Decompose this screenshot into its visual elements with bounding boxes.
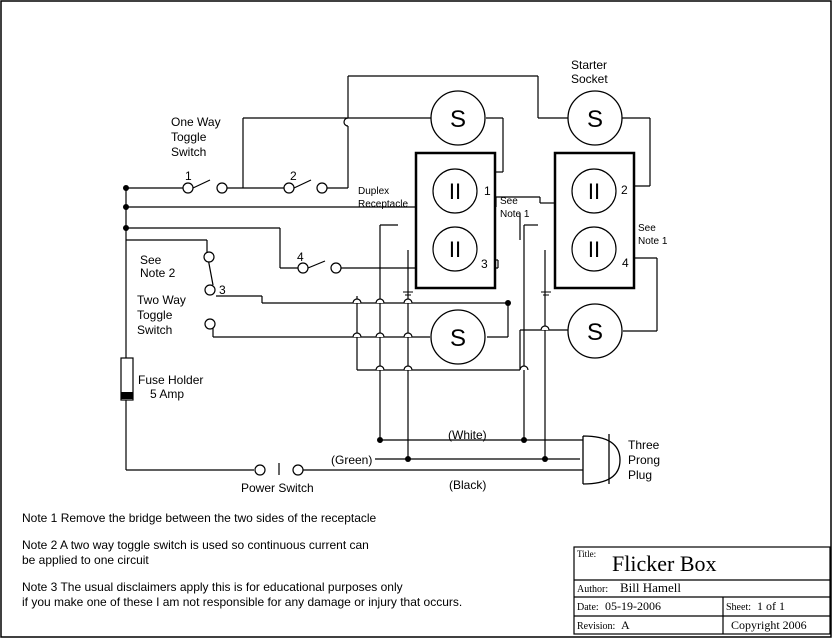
author-value: Bill Hamell bbox=[620, 580, 681, 595]
outlet-2a: II bbox=[588, 179, 600, 204]
switch-4-number: 4 bbox=[297, 250, 304, 264]
power-switch-label: Power Switch bbox=[241, 481, 314, 495]
plug-line1: Three bbox=[628, 438, 660, 452]
duplex-line1: Duplex bbox=[358, 186, 389, 197]
receptacle-1-number-bottom: 3 bbox=[481, 257, 488, 271]
starter-socket bbox=[567, 90, 623, 146]
plug-line3: Plug bbox=[628, 468, 652, 482]
one-way-switch-1 bbox=[182, 179, 228, 194]
starter-socket-line2: Socket bbox=[571, 72, 608, 86]
crossovers bbox=[352, 298, 550, 371]
note-2-line1: Note 2 A two way toggle switch is used s… bbox=[22, 538, 369, 552]
title-label: Title: bbox=[577, 549, 596, 559]
two-way-line2: Toggle bbox=[137, 308, 173, 322]
author-label: Author: bbox=[577, 584, 608, 595]
socket-s4 bbox=[567, 303, 623, 359]
note-2-line2: be applied to one circuit bbox=[22, 553, 149, 567]
see-note1b-line1: See bbox=[638, 223, 656, 234]
one-way-line2: Toggle bbox=[171, 130, 207, 144]
see-note1b-line2: Note 1 bbox=[638, 236, 668, 247]
junction-dots bbox=[123, 185, 548, 462]
socket-s1-label: S bbox=[450, 106, 466, 133]
note-3-line2: if you make one of these I am not respon… bbox=[22, 595, 463, 609]
socket-s3 bbox=[430, 309, 486, 365]
one-way-line1: One Way bbox=[171, 115, 221, 129]
plug-line2: Prong bbox=[628, 453, 660, 467]
socket-s1 bbox=[430, 90, 486, 146]
outlet-1a: II bbox=[449, 179, 461, 204]
ground-marks bbox=[403, 291, 551, 296]
one-way-switch-4 bbox=[297, 260, 342, 274]
fuse-line2: 5 Amp bbox=[150, 387, 184, 401]
duplex-line2: Receptacle bbox=[358, 199, 408, 210]
title-value: Flicker Box bbox=[612, 551, 717, 576]
see-note2-line2: Note 2 bbox=[140, 266, 176, 280]
revision-label: Revision: bbox=[577, 621, 615, 632]
one-way-switch-2 bbox=[283, 179, 328, 194]
switch-2-number: 2 bbox=[290, 169, 297, 183]
switch-1-number: 1 bbox=[185, 169, 192, 183]
socket-s3-label: S bbox=[450, 325, 466, 352]
white-wire-label: (White) bbox=[448, 428, 487, 442]
note-3-line1: Note 3 The usual disclaimers apply this … bbox=[22, 580, 403, 594]
sheet-label: Sheet: bbox=[726, 602, 751, 613]
fuse-line1: Fuse Holder bbox=[138, 373, 203, 387]
date-label: Date: bbox=[577, 602, 599, 613]
power-switch bbox=[254, 463, 304, 476]
receptacle-2-number-bottom: 4 bbox=[622, 256, 629, 270]
outlet-2b: II bbox=[588, 237, 600, 262]
see-note1a-line1: See bbox=[500, 196, 518, 207]
starter-socket-line1: Starter bbox=[571, 58, 607, 72]
fuse-holder bbox=[120, 357, 134, 401]
see-note1a-line2: Note 1 bbox=[500, 209, 530, 220]
green-wire-label: (Green) bbox=[331, 453, 372, 467]
two-way-switch-3 bbox=[203, 251, 216, 330]
two-way-line1: Two Way bbox=[137, 293, 186, 307]
date-value: 05-19-2006 bbox=[605, 599, 661, 613]
two-way-line3: Switch bbox=[137, 323, 172, 337]
note-2: Note 2 A two way toggle switch is used s… bbox=[22, 538, 562, 568]
one-way-line3: Switch bbox=[171, 145, 206, 159]
sheet-value: 1 of 1 bbox=[757, 599, 785, 613]
revision-value: A bbox=[621, 618, 630, 632]
receptacle-2-number-top: 2 bbox=[621, 183, 628, 197]
three-prong-plug bbox=[582, 434, 621, 485]
note-3: Note 3 The usual disclaimers apply this … bbox=[22, 580, 562, 610]
notes-section: Note 1 Remove the bridge between the two… bbox=[22, 511, 562, 622]
socket-s4-label: S bbox=[587, 319, 603, 346]
switch-3-number: 3 bbox=[219, 283, 226, 297]
outlet-1b: II bbox=[449, 237, 461, 262]
black-wire-label: (Black) bbox=[449, 478, 486, 492]
starter-socket-label: S bbox=[587, 106, 603, 133]
receptacle-1-number-top: 1 bbox=[484, 184, 491, 198]
title-block bbox=[573, 546, 831, 635]
note-1: Note 1 Remove the bridge between the two… bbox=[22, 511, 377, 525]
see-note2-line1: See bbox=[140, 253, 162, 267]
copyright: Copyright 2006 bbox=[731, 618, 807, 632]
